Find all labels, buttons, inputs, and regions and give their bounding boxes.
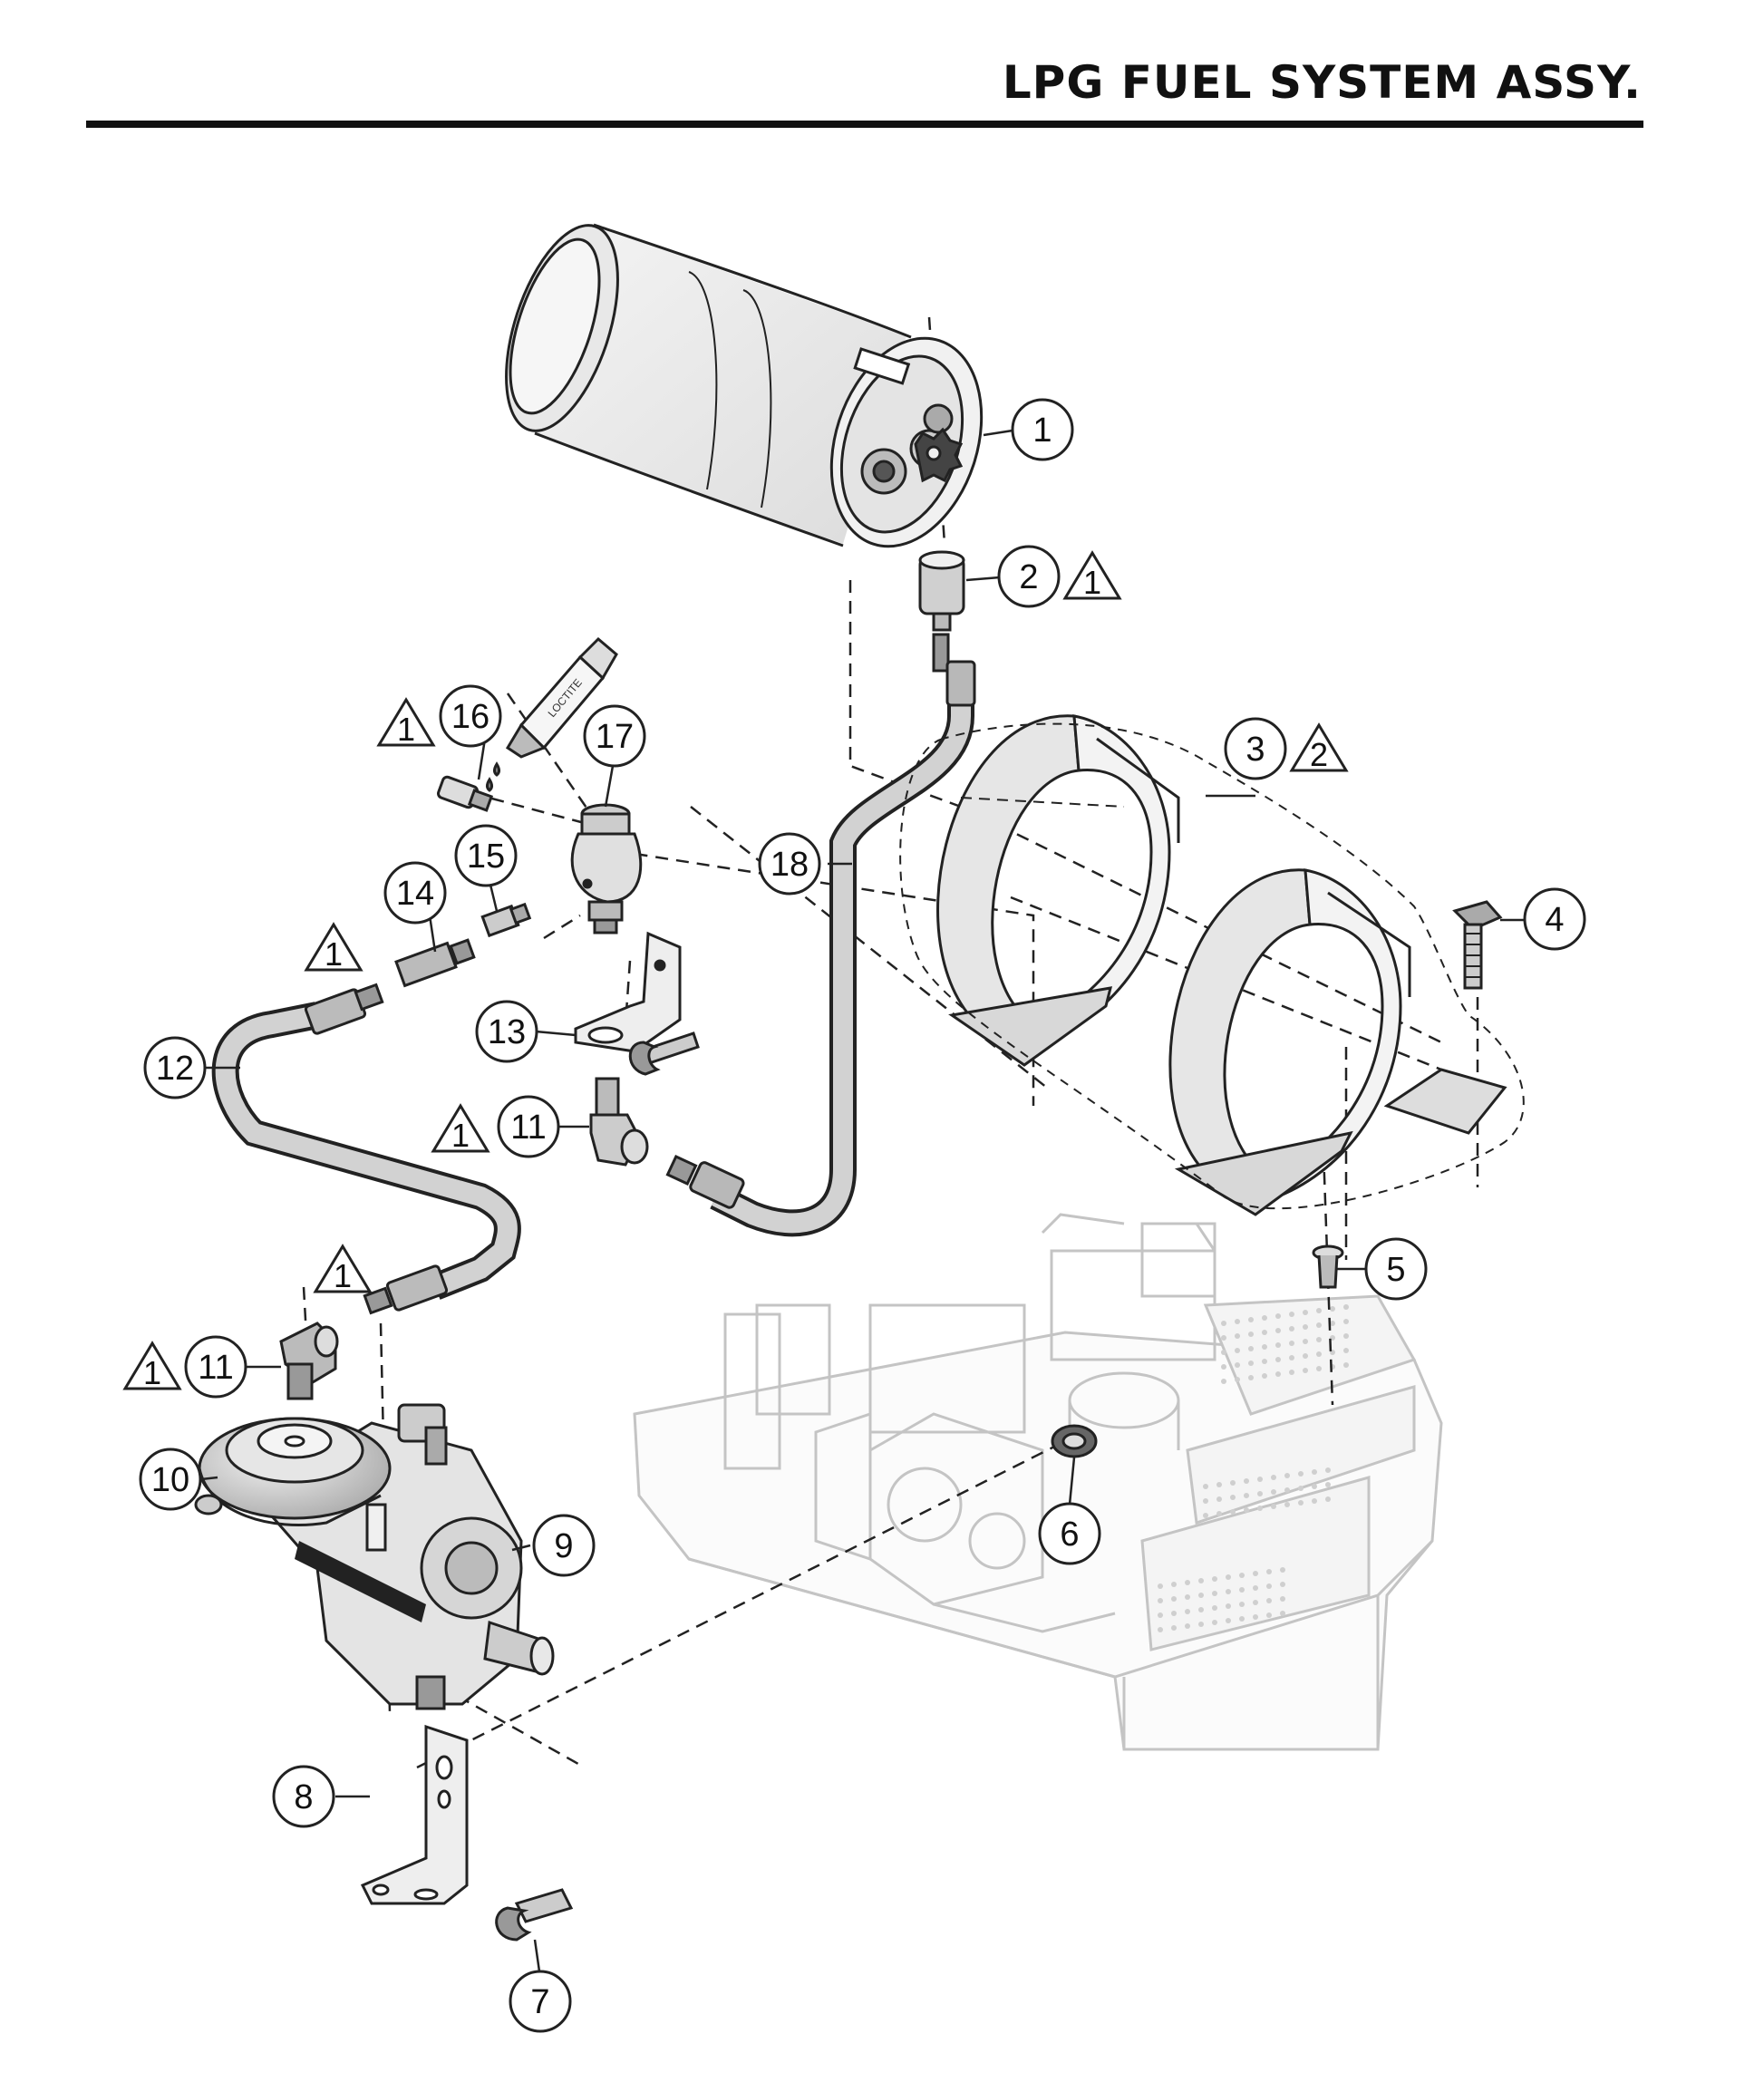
svg-text:1: 1 xyxy=(1032,412,1052,450)
callout-4: 4 xyxy=(1523,887,1586,951)
mounting-bracket-8 xyxy=(360,1724,469,1905)
callout-3: 3 xyxy=(1224,717,1287,780)
rivet-nut-5 xyxy=(1312,1244,1344,1289)
callout-5: 5 xyxy=(1364,1237,1428,1301)
svg-text:2: 2 xyxy=(1310,736,1328,773)
title-rule xyxy=(86,121,1643,128)
svg-text:1: 1 xyxy=(325,935,343,973)
svg-text:16: 16 xyxy=(451,698,489,736)
callouts: 1 2 3 4 5 6 7 8 9 10 11 11 12 13 14 15 1… xyxy=(139,398,1586,2033)
note-triangle-hose-12-upper: 1 xyxy=(304,922,363,973)
svg-text:7: 7 xyxy=(530,1983,549,2021)
callout-leaders xyxy=(200,429,1525,1972)
note-triangle-callout-11-lower: 1 xyxy=(122,1341,182,1391)
svg-text:8: 8 xyxy=(294,1778,313,1816)
tank-coupler xyxy=(918,550,965,673)
callout-11-upper: 11 xyxy=(497,1095,560,1158)
note-triangle-hose-12-lower: 1 xyxy=(313,1244,373,1294)
svg-text:15: 15 xyxy=(467,838,505,876)
svg-text:3: 3 xyxy=(1245,731,1265,769)
callout-11-lower: 11 xyxy=(184,1335,247,1399)
callout-14: 14 xyxy=(383,861,447,925)
svg-text:11: 11 xyxy=(198,1349,233,1387)
grommet-6 xyxy=(1051,1424,1098,1458)
svg-text:18: 18 xyxy=(771,846,809,884)
adapter-14 xyxy=(394,938,476,988)
fuel-filter-17 xyxy=(570,803,643,934)
svg-text:12: 12 xyxy=(156,1050,194,1088)
svg-text:11: 11 xyxy=(510,1109,546,1147)
callout-12: 12 xyxy=(143,1036,207,1099)
lpg-tank xyxy=(505,223,984,548)
fitting-16 xyxy=(437,775,494,812)
callout-13: 13 xyxy=(475,1000,538,1063)
bolt-13 xyxy=(628,1031,700,1076)
bracket-13 xyxy=(574,931,682,1053)
svg-text:2: 2 xyxy=(1019,558,1038,596)
callout-8: 8 xyxy=(272,1765,335,1828)
svg-text:4: 4 xyxy=(1545,901,1564,939)
callout-18: 18 xyxy=(758,832,821,896)
svg-text:9: 9 xyxy=(554,1527,573,1565)
svg-text:1: 1 xyxy=(334,1257,352,1294)
regulator-cover-10 xyxy=(194,1417,392,1526)
svg-text:14: 14 xyxy=(396,875,434,913)
callout-6: 6 xyxy=(1038,1502,1101,1565)
bolt-4 xyxy=(1452,900,1503,990)
svg-text:1: 1 xyxy=(143,1354,161,1391)
note-triangles: 1 2 1 1 1 1 1 xyxy=(122,550,1349,1391)
page-title: LPG FUEL SYSTEM ASSY. xyxy=(1002,56,1642,109)
callout-10: 10 xyxy=(139,1448,202,1511)
callout-1: 1 xyxy=(1011,398,1074,461)
fitting-15 xyxy=(480,902,532,938)
svg-text:10: 10 xyxy=(151,1461,189,1499)
note-triangle-callout-2: 1 xyxy=(1062,550,1122,601)
tank-strap-assembly xyxy=(899,714,1525,1216)
note-triangle-callout-3: 2 xyxy=(1289,722,1349,773)
svg-text:17: 17 xyxy=(596,718,634,756)
engine-frame-perforation xyxy=(1158,1304,1349,1632)
callout-7: 7 xyxy=(509,1970,572,2033)
callout-16: 16 xyxy=(439,684,502,748)
callout-9: 9 xyxy=(532,1514,596,1577)
svg-text:1: 1 xyxy=(1083,564,1101,601)
svg-text:1: 1 xyxy=(397,711,415,748)
svg-text:5: 5 xyxy=(1386,1251,1405,1289)
note-triangle-callout-16: 1 xyxy=(376,697,436,748)
note-triangle-callout-11-upper: 1 xyxy=(431,1103,490,1154)
svg-text:6: 6 xyxy=(1060,1516,1079,1554)
fuel-hose-12 xyxy=(211,983,521,1315)
callout-15: 15 xyxy=(454,824,518,887)
svg-text:1: 1 xyxy=(451,1117,470,1154)
fuel-hose-18 xyxy=(665,660,976,1237)
svg-text:13: 13 xyxy=(488,1013,526,1051)
bolt-7 xyxy=(495,1888,574,1942)
callout-17: 17 xyxy=(583,704,646,768)
elbow-fitting-11-lower xyxy=(279,1322,339,1400)
elbow-fitting-11-upper xyxy=(589,1077,649,1167)
callout-2: 2 xyxy=(997,545,1061,608)
engine-frame-background xyxy=(633,1213,1443,1751)
